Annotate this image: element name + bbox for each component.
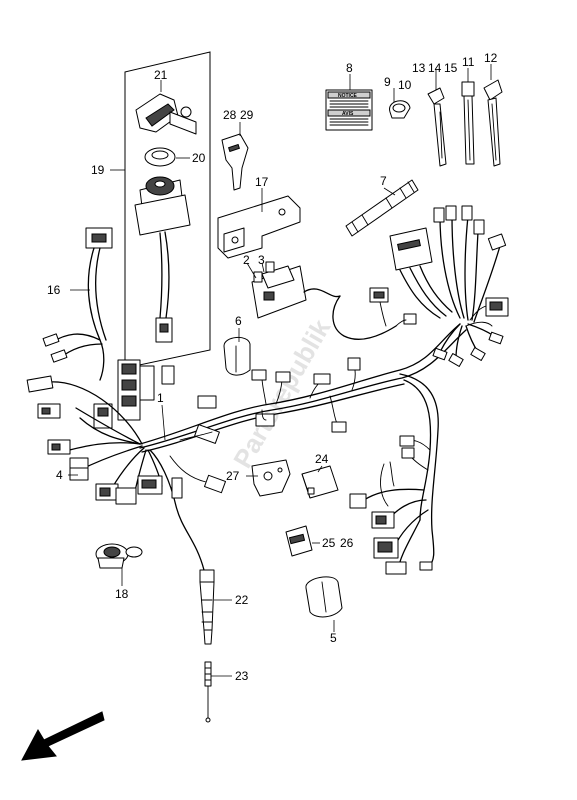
part-24-relay[interactable] <box>301 465 339 499</box>
part-7-protector-tube[interactable] <box>345 179 419 237</box>
svg-text:AVIS: AVIS <box>342 111 354 117</box>
part-25-connector[interactable] <box>285 525 313 557</box>
svg-text:NOTICE: NOTICE <box>338 93 358 99</box>
part-5-cover[interactable] <box>305 576 343 618</box>
part-27-bracket[interactable] <box>251 459 291 497</box>
part-2-fuse-box[interactable] <box>251 261 341 319</box>
callout-6: 6 <box>235 314 242 328</box>
callout-19: 19 <box>91 163 105 177</box>
callout-1: 1 <box>157 391 164 405</box>
part-28-key-blank[interactable] <box>221 133 249 191</box>
callout-27: 27 <box>226 469 240 483</box>
part-12-cable-tie[interactable] <box>483 79 503 167</box>
part-14-cable-tie[interactable] <box>427 87 447 167</box>
callout-20: 20 <box>192 151 206 165</box>
callout-16: 16 <box>47 283 61 297</box>
callout-24: 24 <box>315 452 329 466</box>
callout-29: 29 <box>240 108 254 122</box>
ignition-switch-group-frame <box>124 51 211 369</box>
front-direction-arrow-icon <box>21 711 105 761</box>
part-17-bracket[interactable] <box>217 195 301 259</box>
part-16-sub-harness[interactable] <box>42 227 113 381</box>
callout-21: 21 <box>154 68 168 82</box>
callout-11: 11 <box>462 55 475 69</box>
part-18-switch[interactable] <box>95 543 143 569</box>
callout-25: 25 <box>322 536 336 550</box>
leader-lines <box>68 64 492 677</box>
callout-13: 13 <box>412 61 426 75</box>
callout-3: 3 <box>258 253 265 267</box>
callout-9: 9 <box>384 75 391 89</box>
callout-numbers: 21 20 19 28 29 17 7 8 9 10 13 14 15 11 1… <box>47 51 498 683</box>
callout-18: 18 <box>115 587 129 601</box>
callout-7: 7 <box>380 174 387 188</box>
callout-17: 17 <box>255 175 269 189</box>
callout-12: 12 <box>484 51 498 65</box>
callout-28: 28 <box>223 108 237 122</box>
part-8-notice-label[interactable]: NOTICE AVIS <box>325 89 373 131</box>
part-21-key[interactable] <box>135 93 197 135</box>
part-4-connector[interactable] <box>69 467 89 481</box>
callout-8: 8 <box>346 61 353 75</box>
part-6-boot[interactable] <box>223 337 251 376</box>
part-20-nut[interactable] <box>144 147 176 167</box>
callout-22: 22 <box>235 593 249 607</box>
callout-15: 15 <box>444 61 458 75</box>
callout-14: 14 <box>428 61 442 75</box>
callout-2: 2 <box>243 253 250 267</box>
part-23-probe[interactable] <box>204 661 212 723</box>
callout-23: 23 <box>235 669 249 683</box>
callout-10: 10 <box>398 78 412 92</box>
part-22-sensor[interactable] <box>199 569 215 645</box>
part-11-cable-tie[interactable] <box>461 81 475 165</box>
upper-right-connectors[interactable] <box>389 205 509 367</box>
callout-26: 26 <box>340 536 354 550</box>
ignition-switch-body[interactable] <box>134 176 191 343</box>
callout-4: 4 <box>56 468 63 482</box>
callout-5: 5 <box>330 631 337 645</box>
part-9-clamp[interactable] <box>389 100 411 119</box>
